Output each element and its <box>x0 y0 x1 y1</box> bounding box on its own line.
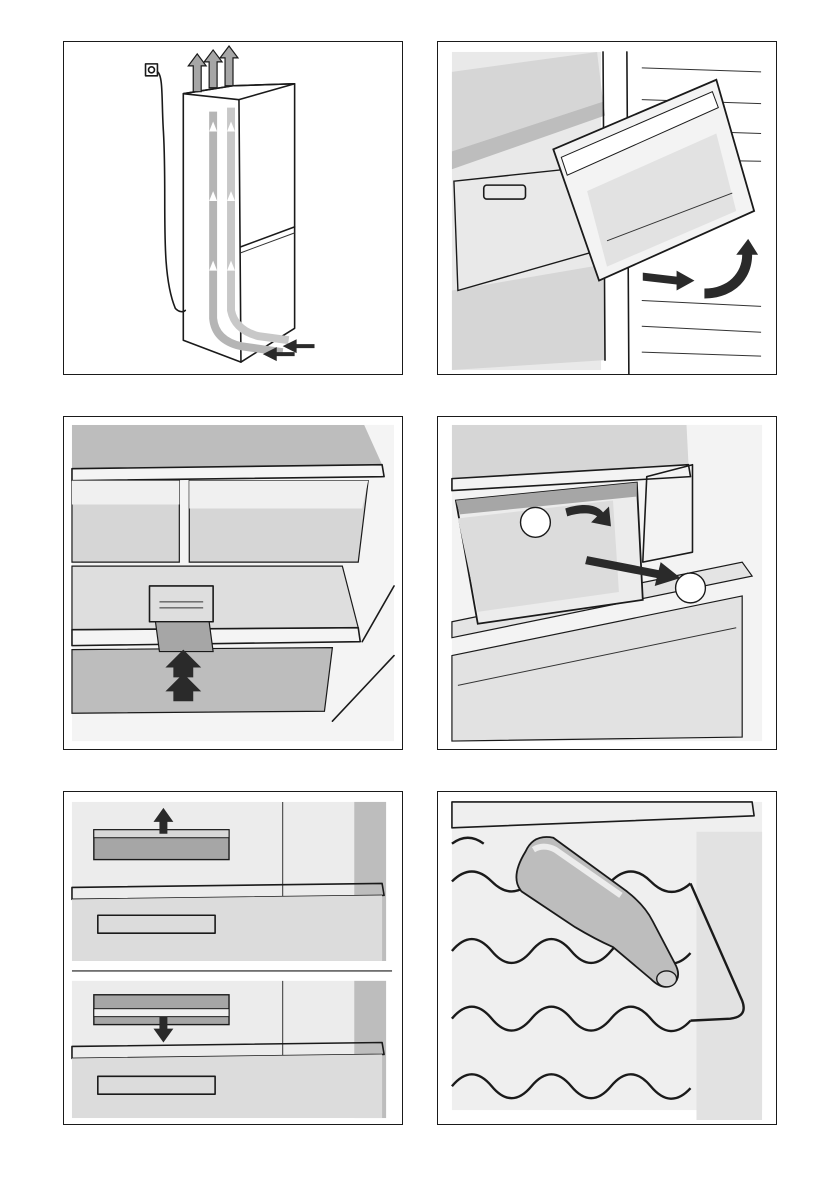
pull-arrow-icon <box>643 271 695 291</box>
figure-drawer-steps <box>437 416 777 750</box>
drawer-removal-illustration <box>438 42 776 374</box>
drawer[interactable] <box>456 483 643 624</box>
shelf-divider-illustration <box>64 417 402 749</box>
airflow-path <box>209 108 289 353</box>
lift-arrow-icon <box>704 239 758 299</box>
shelf-holder-illustration <box>64 792 402 1124</box>
drawer-steps-illustration <box>438 417 776 749</box>
power-socket-icon <box>146 64 158 76</box>
bottle-rack-illustration <box>438 792 776 1124</box>
shelf-holder-upper[interactable] <box>94 830 229 860</box>
figure-shelf-divider <box>63 416 403 750</box>
power-cable <box>157 72 185 312</box>
air-up-arrow-icon <box>188 46 238 92</box>
figure-shelf-holder <box>63 791 403 1125</box>
step-badge-2 <box>676 573 706 603</box>
step-badge-1 <box>521 507 551 537</box>
figure-drawer-removal <box>437 41 777 375</box>
ventilation-illustration <box>64 42 402 374</box>
upper-bins <box>72 481 368 563</box>
figure-bottle-rack <box>437 791 777 1125</box>
figure-ventilation <box>63 41 403 375</box>
